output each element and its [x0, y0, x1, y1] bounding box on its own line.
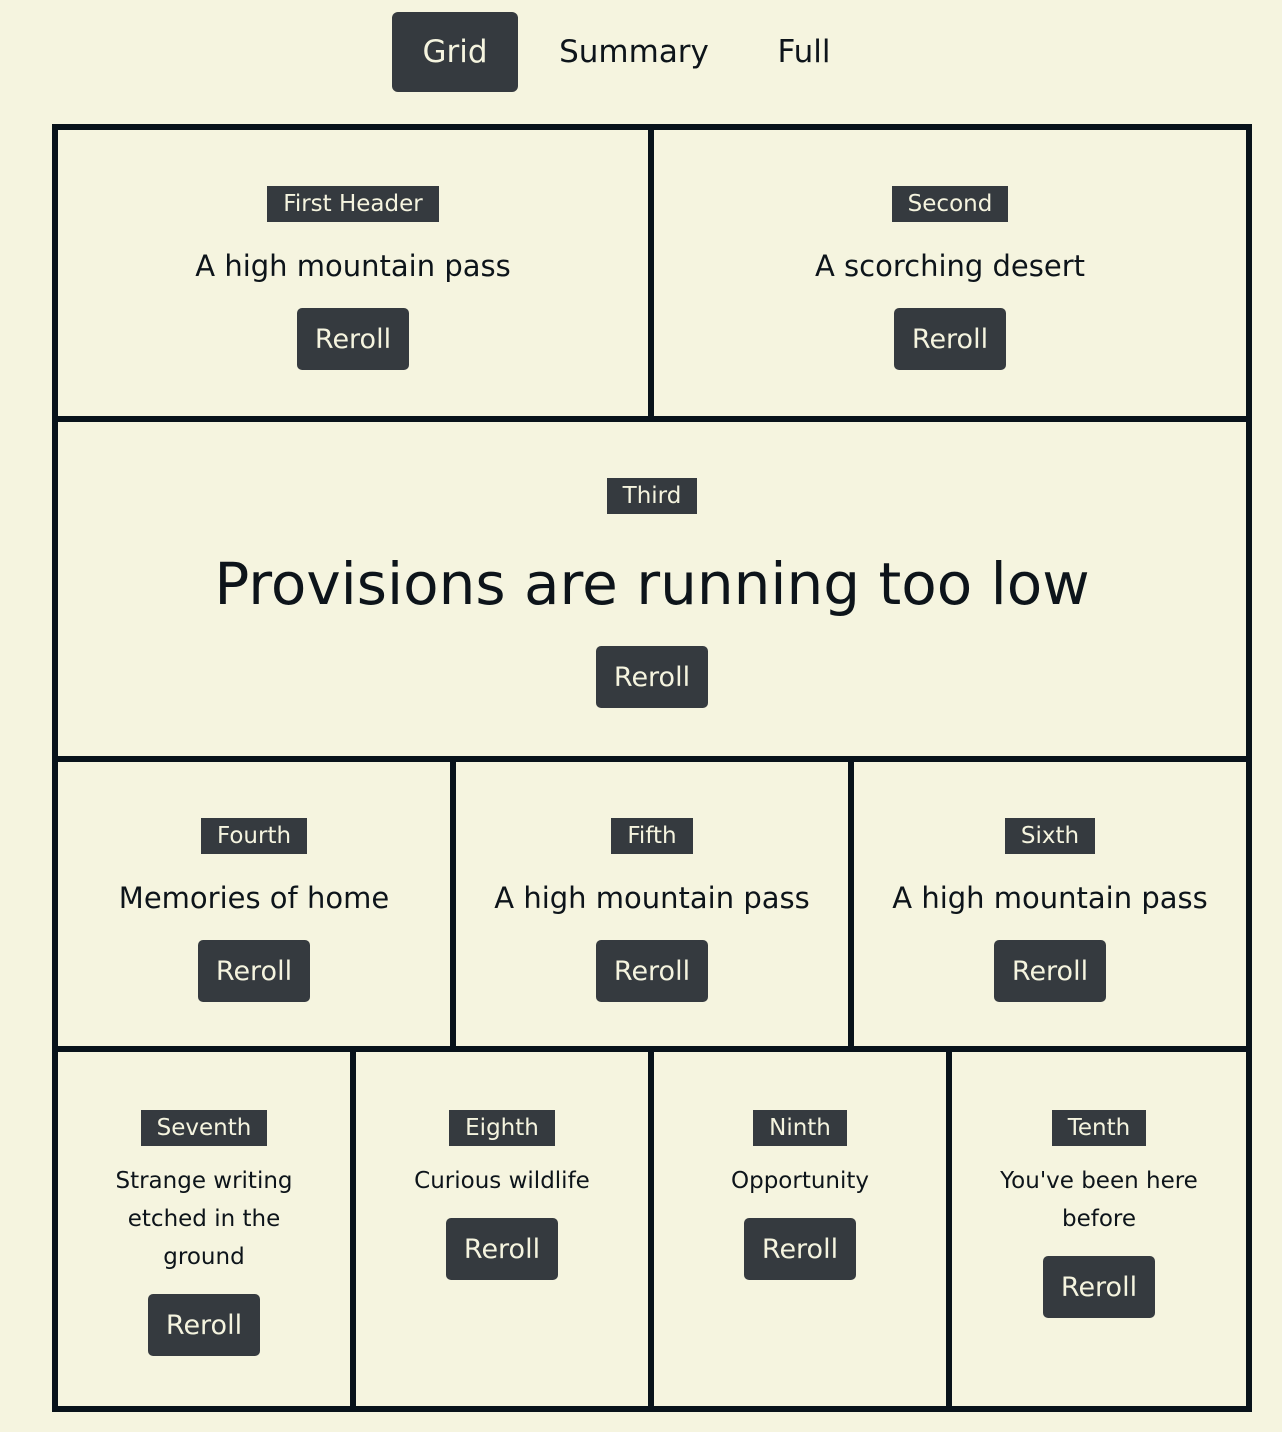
- card-header: Third: [606, 478, 698, 514]
- card-text: You've been here before: [1000, 1168, 1198, 1232]
- card-text: A high mountain pass: [195, 249, 511, 283]
- card-header: First Header: [267, 186, 439, 222]
- card-header: Ninth: [753, 1110, 847, 1146]
- card-header: Tenth: [1051, 1110, 1147, 1146]
- reroll-button[interactable]: Reroll: [893, 308, 1007, 370]
- tab-grid[interactable]: Grid: [392, 12, 518, 92]
- card-ninth: Ninth Opportunity Reroll: [654, 1052, 946, 1406]
- card-text: Memories of home: [118, 881, 390, 915]
- tab-summary[interactable]: Summary: [559, 34, 709, 70]
- reroll-button[interactable]: Reroll: [147, 1294, 261, 1356]
- card-text: Curious wildlife: [414, 1168, 590, 1194]
- card-header: Seventh: [140, 1110, 268, 1146]
- card-second: Second A scorching desert Reroll: [654, 130, 1246, 416]
- card-seventh: Seventh Strange writing etched in the gr…: [58, 1052, 350, 1406]
- card-sixth: Sixth A high mountain pass Reroll: [854, 762, 1246, 1046]
- reroll-button[interactable]: Reroll: [1042, 1256, 1156, 1318]
- card-text: A high mountain pass: [892, 881, 1208, 915]
- card-header: Eighth: [449, 1110, 555, 1146]
- card-text: A scorching desert: [814, 249, 1086, 283]
- card-eighth: Eighth Curious wildlife Reroll: [356, 1052, 648, 1406]
- card-fourth: Fourth Memories of home Reroll: [58, 762, 450, 1046]
- view-tabs: Grid Summary Full: [392, 12, 866, 92]
- reroll-button[interactable]: Reroll: [595, 940, 709, 1002]
- card-header: Fifth: [611, 818, 693, 854]
- card-first: First Header A high mountain pass Reroll: [58, 130, 648, 416]
- card-text: Strange writing etched in the ground: [115, 1168, 293, 1270]
- card-header: Sixth: [1004, 818, 1096, 854]
- card-text: Provisions are running too low: [214, 550, 1090, 618]
- card-text: Opportunity: [730, 1168, 870, 1194]
- reroll-button[interactable]: Reroll: [296, 308, 410, 370]
- reroll-button[interactable]: Reroll: [445, 1218, 559, 1280]
- card-text: A high mountain pass: [494, 881, 810, 915]
- reroll-button[interactable]: Reroll: [993, 940, 1107, 1002]
- card-header: Second: [891, 186, 1009, 222]
- card-third: Third Provisions are running too low Rer…: [58, 422, 1246, 756]
- reroll-button[interactable]: Reroll: [197, 940, 311, 1002]
- card-fifth: Fifth A high mountain pass Reroll: [456, 762, 848, 1046]
- card-grid: First Header A high mountain pass Reroll…: [52, 124, 1252, 1412]
- tab-full[interactable]: Full: [777, 34, 831, 70]
- reroll-button[interactable]: Reroll: [595, 646, 709, 708]
- card-header: Fourth: [200, 818, 308, 854]
- card-tenth: Tenth You've been here before Reroll: [952, 1052, 1246, 1406]
- reroll-button[interactable]: Reroll: [743, 1218, 857, 1280]
